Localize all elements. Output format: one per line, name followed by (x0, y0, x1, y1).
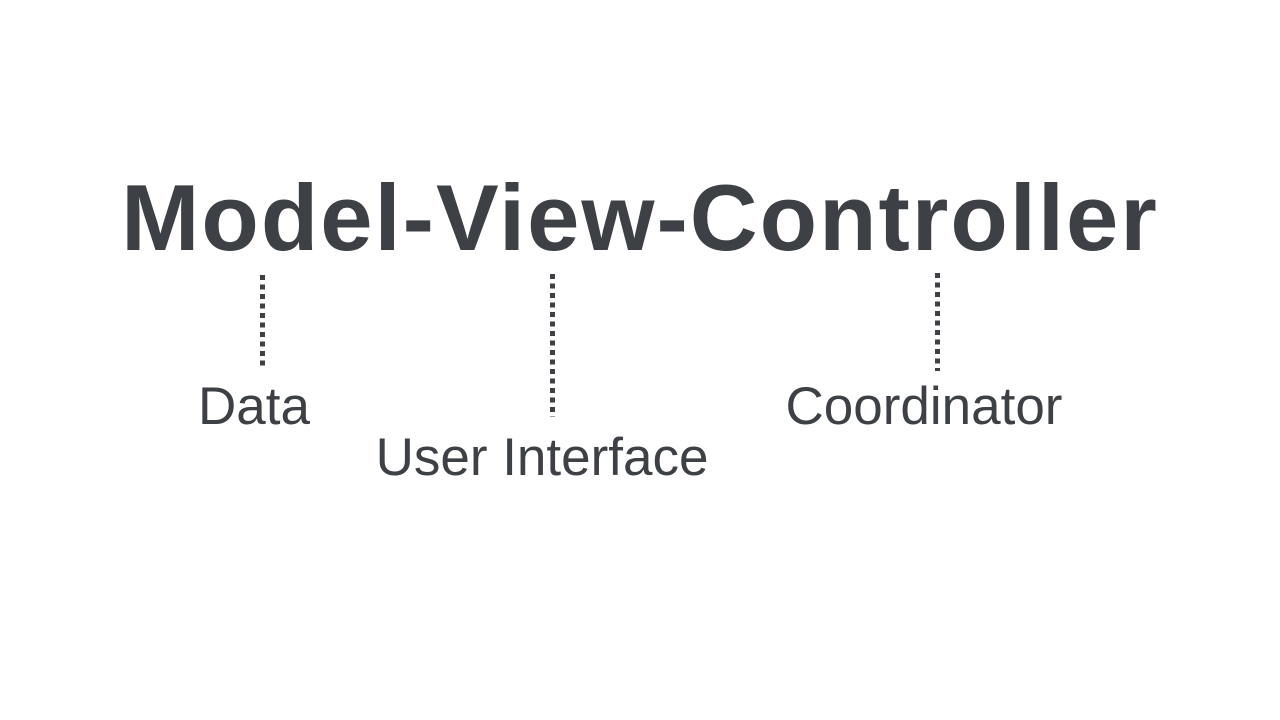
leader-line-controller-icon (935, 273, 940, 371)
label-view-meaning: User Interface (375, 428, 709, 487)
label-model-meaning: Data (198, 377, 310, 436)
diagram-title: Model-View-Controller (121, 165, 1159, 270)
leader-line-model-icon (260, 275, 265, 369)
label-controller-meaning: Coordinator (785, 377, 1063, 436)
leader-line-view-icon (550, 274, 555, 417)
